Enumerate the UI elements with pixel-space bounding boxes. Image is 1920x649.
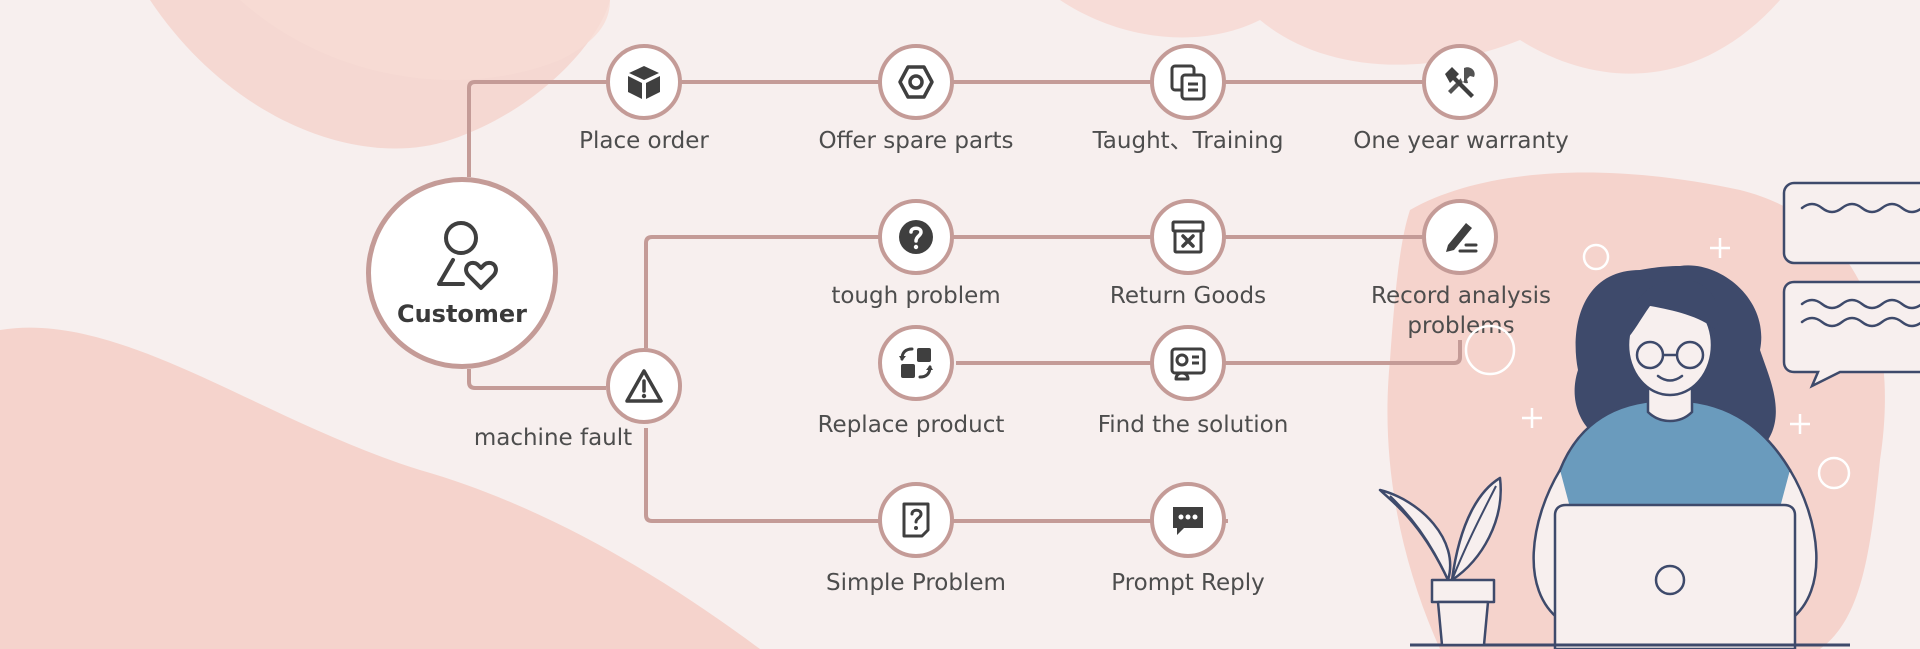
label-taught-training: Taught、Training [1092,128,1284,154]
person-heart-icon [437,221,498,290]
node-taught-training[interactable] [1150,44,1226,120]
node-simple-problem[interactable] [878,482,954,558]
node-tough-problem[interactable] [878,199,954,275]
warning-icon [625,369,663,403]
chat-icon [1173,507,1203,535]
connector-replace-record [956,340,1462,365]
label-place-order: Place order [579,128,709,154]
blob-top-center [240,0,610,80]
swap-icon [899,347,933,379]
tools-icon [1445,67,1475,98]
label-replace-product: Replace product [817,412,1005,438]
node-return-goods[interactable] [1150,199,1226,275]
node-record-analysis-problems[interactable] [1422,199,1498,275]
node-place-order[interactable] [606,44,682,120]
label-one-year-warranty: One year warranty [1353,128,1569,154]
hub-label: Customer [396,300,528,328]
question-doc-icon [902,502,930,538]
label-offer-spare-parts: Offer spare parts [818,128,1014,154]
node-find-the-solution[interactable] [1150,325,1226,401]
solution-icon [1170,347,1206,381]
label-return-goods: Return Goods [1109,283,1267,309]
node-one-year-warranty[interactable] [1422,44,1498,120]
label-simple-problem: Simple Problem [826,570,1006,596]
label-machine-fault: machine fault [473,425,633,451]
box-icon [628,66,660,99]
connector-customer-fault [467,369,606,390]
hex-nut-icon [898,65,934,99]
documents-icon [1170,64,1206,101]
blob-top-right [1060,0,1780,74]
node-machine-fault[interactable] [606,348,682,424]
blob-bottom-left [0,327,760,649]
node-offer-spare-parts[interactable] [878,44,954,120]
connector-fault-tough [644,235,1462,348]
node-replace-product[interactable] [878,325,954,401]
customer-hub[interactable]: Customer [366,177,558,369]
label-prompt-reply: Prompt Reply [1111,570,1265,596]
node-prompt-reply[interactable] [1150,482,1226,558]
question-icon [899,220,933,254]
label-find-the-solution: Find the solution [1097,412,1289,438]
connector-fault-simple [644,428,1228,523]
label-tough-problem: tough problem [831,283,1001,309]
return-box-icon [1171,220,1205,254]
pen-icon [1446,223,1478,253]
connector-customer-top [467,80,1462,177]
